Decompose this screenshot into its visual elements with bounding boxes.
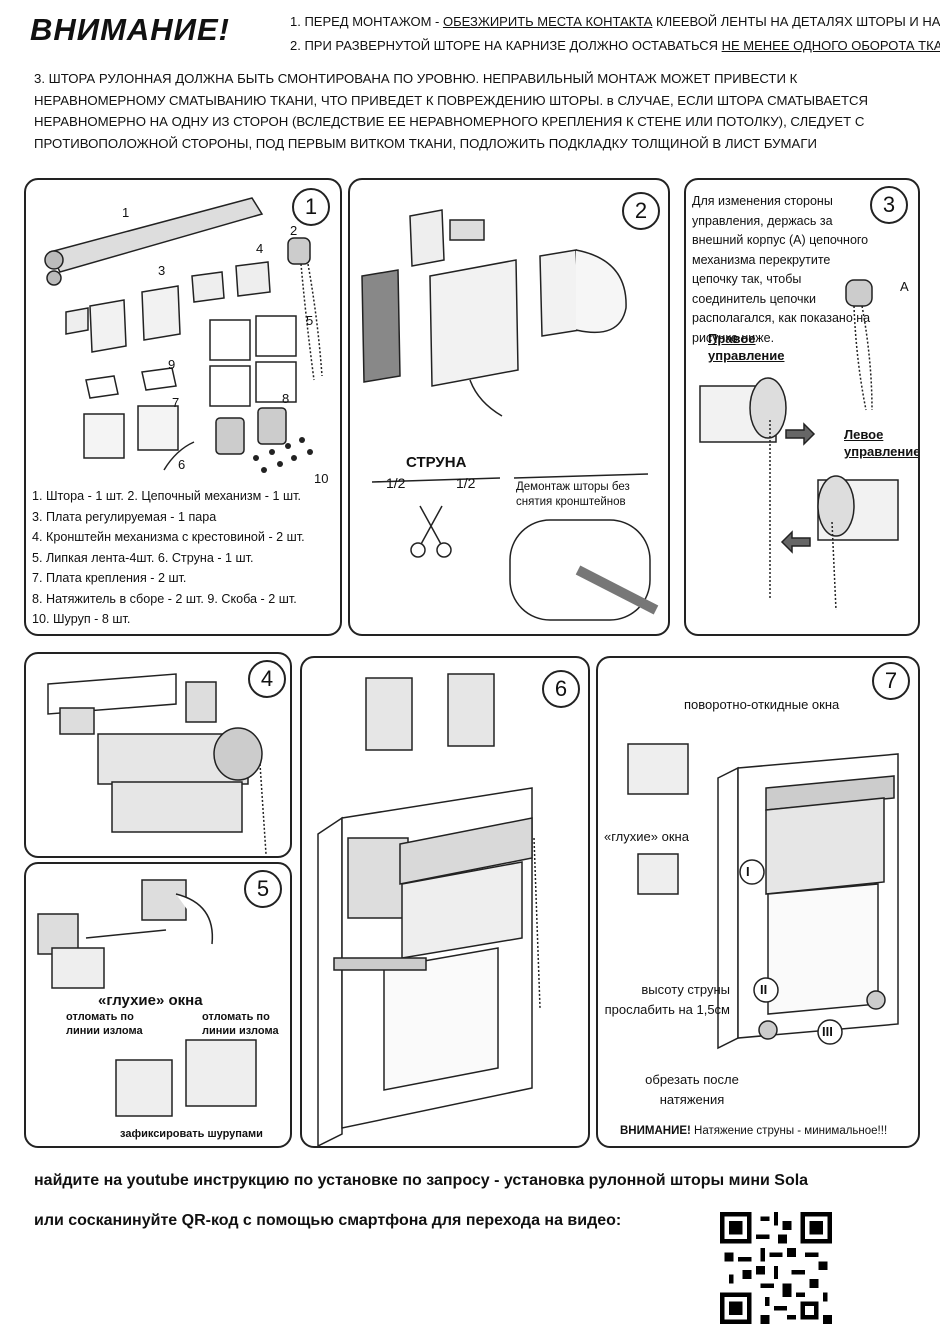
dismount-note: Демонтаж шторы без снятия кронштейнов xyxy=(516,481,630,508)
callout-6: 6 xyxy=(178,457,186,472)
legend-line: 4. Кронштейн механизма с крестовиной - 2… xyxy=(32,530,305,544)
callout-1: 1 xyxy=(122,205,130,220)
callout-8: 8 xyxy=(282,391,290,406)
assembly-illustration xyxy=(361,209,659,621)
qr-instruction: или сосканинуйте QR-код с помощью смартф… xyxy=(34,1212,622,1229)
note-level-mounting: 3. ШТОРА РУЛОННАЯ ДОЛЖНА БЫТЬ СМОНТИРОВА… xyxy=(34,71,869,151)
panel-number: 2 xyxy=(622,192,660,230)
half-left-label: 1/2 xyxy=(386,475,406,491)
break-left-note: отломать по линии излома xyxy=(66,1011,143,1037)
note-degrease-emphasis: ОБЕЗЖИРИТЬ МЕСТА КОНТАКТА xyxy=(442,14,653,29)
panel-number: 6 xyxy=(542,670,580,708)
chain-mechanism xyxy=(287,237,311,265)
note-fabric-turn: 2. ПРИ РАЗВЕРНУТОЙ ШТОРЕ НА КАРНИЗЕ ДОЛЖ… xyxy=(290,36,940,56)
fix-screws-note: зафиксировать шурупами xyxy=(120,1128,263,1140)
callout-10: 10 xyxy=(314,471,329,486)
note-degrease-prefix: 1. ПЕРЕД МОНТАЖОМ - xyxy=(290,14,443,29)
panel-number: 1 xyxy=(292,188,330,226)
callout-4: 4 xyxy=(256,241,264,256)
legend-line: 1. Штора - 1 шт. 2. Цепочный механизм - … xyxy=(32,489,301,503)
panel-6-window-mount: 6 xyxy=(300,656,590,1148)
components-illustration xyxy=(44,197,323,473)
tilt-turn-label: поворотно-откидные окна xyxy=(684,697,840,712)
panel-7-string-tension: 7 I II III поворотно-откидные окна «глух… xyxy=(596,656,920,1148)
callout-2: 2 xyxy=(290,223,298,238)
blind-windows-illustration xyxy=(37,879,257,1117)
legend-line: 8. Натяжитель в сборе - 2 шт. 9. Скоба -… xyxy=(32,591,297,606)
blind-windows-label: «глухие» окна xyxy=(98,992,203,1009)
panel-3-control-side: 3 Для изменения стороны управления, держ… xyxy=(684,178,920,636)
youtube-instruction-text: найдите на youtube инструкцию по установ… xyxy=(34,1172,775,1189)
qr-code[interactable] xyxy=(720,1212,832,1324)
panel-number: 3 xyxy=(870,186,908,224)
legend-line: 3. Плата регулируемая - 1 пара xyxy=(32,509,217,524)
left-control-label: Левое управление xyxy=(844,427,920,459)
tension-warning: ВНИМАНИЕ! Натяжение струны - минимальное… xyxy=(620,1122,887,1140)
tape-strip xyxy=(361,269,401,383)
right-control-label: Правое управление xyxy=(708,331,785,363)
page-title: ВНИМАНИЕ! xyxy=(30,12,230,47)
step-2-marker: II xyxy=(760,982,768,997)
tension-warning-text: Натяжение струны - минимальное!!! xyxy=(690,1125,888,1137)
step-3-marker: III xyxy=(822,1024,833,1039)
break-right-note: отломать по линии излома xyxy=(202,1011,279,1037)
legend-line: 5. Липкая лента-4шт. 6. Струна - 1 шт. xyxy=(32,550,254,565)
control-side-illustration xyxy=(699,279,899,611)
note-degrease: 1. ПЕРЕД МОНТАЖОМ - ОБЕЗЖИРИТЬ МЕСТА КОН… xyxy=(290,12,940,32)
step-1-marker: I xyxy=(746,864,750,879)
control-side-instruction: Для изменения стороны управления, держас… xyxy=(692,194,871,345)
callout-9: 9 xyxy=(168,357,176,372)
string-slack-note: высоту струны прослабить на 1,5см xyxy=(604,982,730,1017)
note-degrease-suffix: КЛЕЕВОЙ ЛЕНТЫ НА ДЕТАЛЯХ ШТОРЫ И НА РАМЕ… xyxy=(656,14,940,29)
cut-string-note: обрезать после натяжения xyxy=(645,1072,739,1107)
legend-line: 10. Шуруп - 8 шт. xyxy=(32,612,131,626)
window-mount-illustration xyxy=(317,673,541,1146)
tension-warning-emphasis: ВНИМАНИЕ! xyxy=(620,1125,691,1137)
brand-name: Sola xyxy=(774,1172,809,1189)
panel-number: 7 xyxy=(872,662,910,700)
note-fabric-prefix: 2. ПРИ РАЗВЕРНУТОЙ ШТОРЕ НА КАРНИЗЕ ДОЛЖ… xyxy=(290,38,722,53)
note-fabric-emphasis: НЕ МЕНЕЕ ОДНОГО ОБОРОТА ТКАНИ!!! xyxy=(721,38,940,53)
callout-3: 3 xyxy=(158,263,166,278)
callout-5: 5 xyxy=(306,313,314,328)
string-label: СТРУНА xyxy=(406,454,467,471)
mount-illustration xyxy=(47,673,267,855)
panel-5-blind-windows: 5 «глухие» окна отломать по линии излома… xyxy=(24,862,292,1148)
blind-windows-label: «глухие» окна xyxy=(604,829,689,844)
string-tension-illustration xyxy=(627,743,899,1050)
marker-a: А xyxy=(900,279,909,294)
half-right-label: 1/2 xyxy=(456,475,476,491)
callout-7: 7 xyxy=(172,395,180,410)
panel-number: 4 xyxy=(248,660,286,698)
youtube-instruction: найдите на youtube инструкцию по установ… xyxy=(34,1172,808,1190)
panel-number: 5 xyxy=(244,870,282,908)
panel-4-mount: 4 xyxy=(24,652,292,858)
panel-1-components: 1 1 xyxy=(24,178,342,636)
roller-tube xyxy=(48,197,264,273)
panel-2-assembly: 2 СТРУНА 1/2 1/2 Демонтаж шторы без снят… xyxy=(348,178,670,636)
legend-line: 7. Плата крепления - 2 шт. xyxy=(32,571,187,585)
components-legend: 1. Штора - 1 шт. 2. Цепочный механизм - … xyxy=(32,486,305,630)
